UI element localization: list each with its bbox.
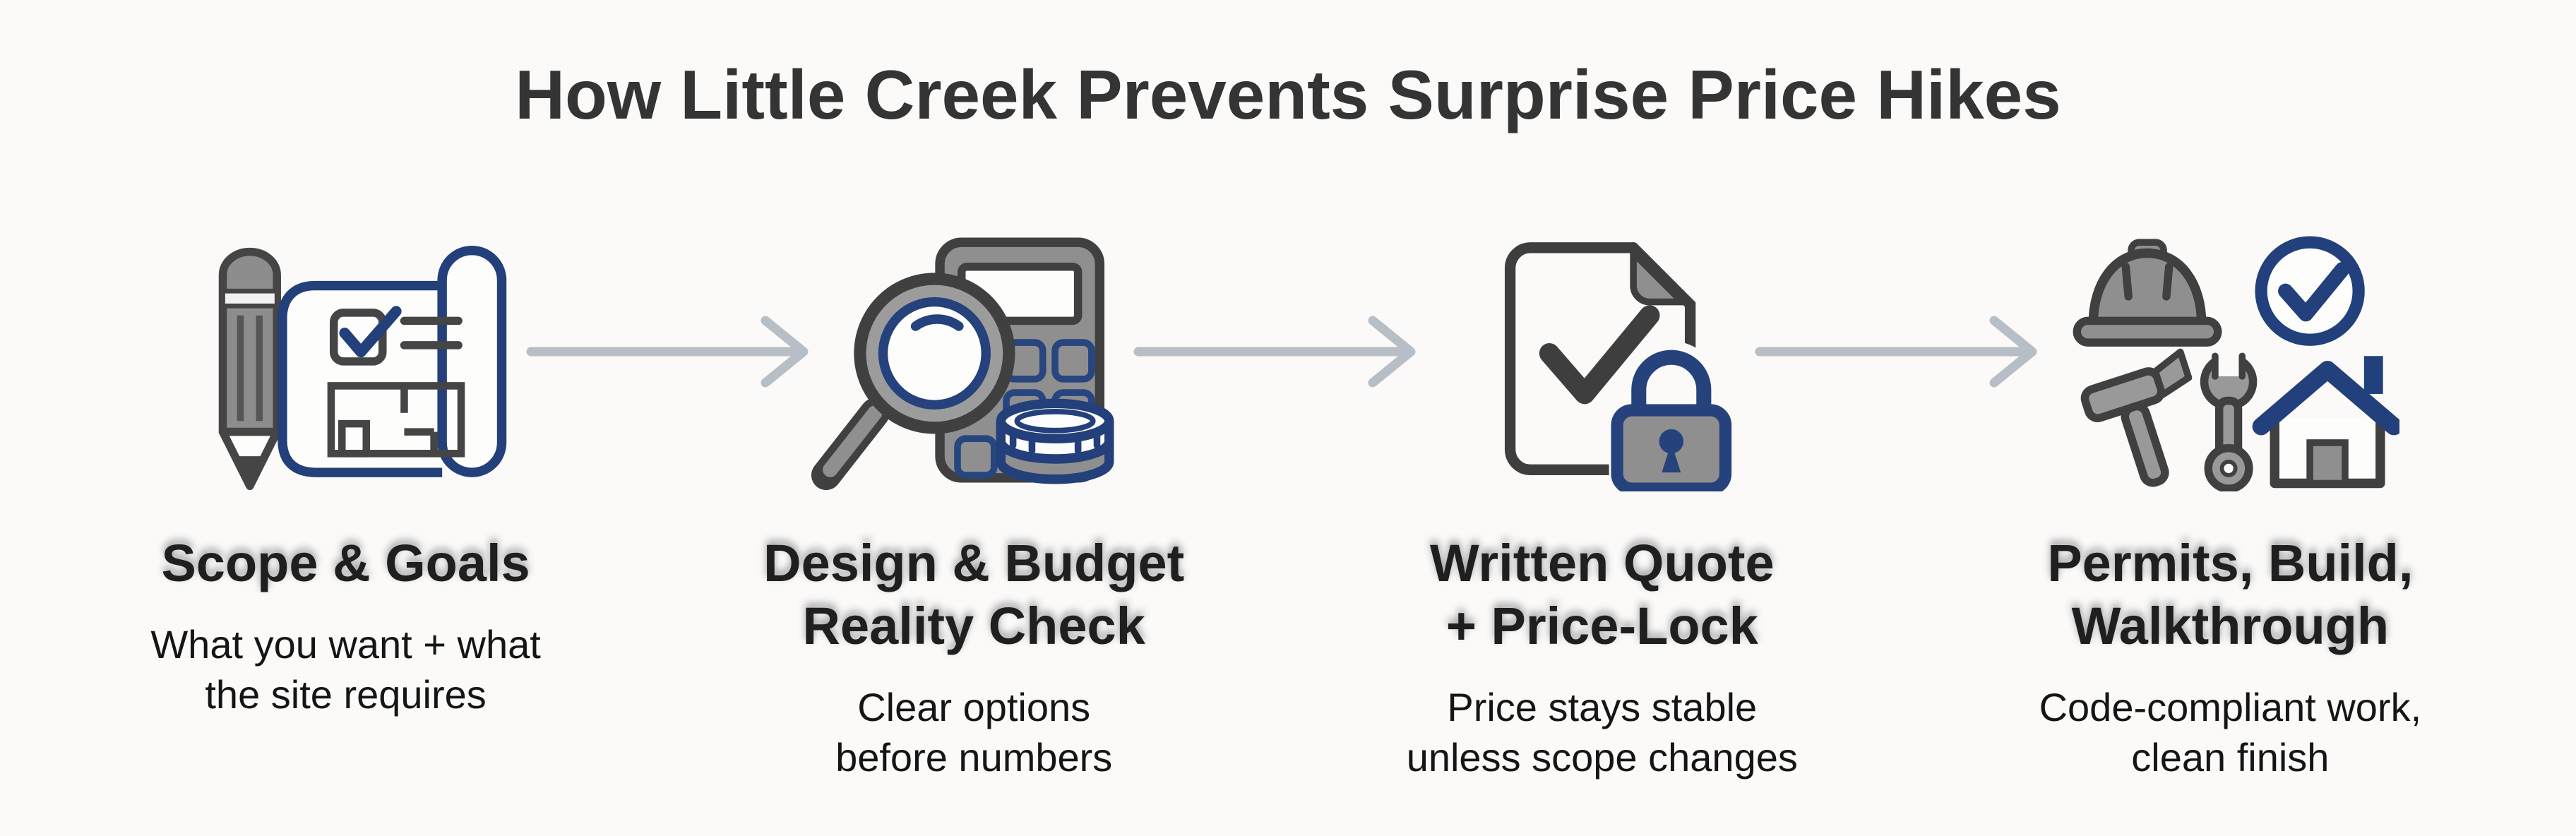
step-heading-line: Design & Budget (763, 534, 1185, 592)
step-desc-line: What you want + what (150, 621, 541, 667)
step-description: What you want + what the site requires (150, 619, 541, 720)
step-heading-line: Scope & Goals (161, 534, 530, 592)
step-description: Clear options before numbers (835, 682, 1112, 783)
magnifier-calculator-coins-icon (804, 226, 1143, 494)
step-desc-line: Price stays stable (1447, 684, 1758, 729)
arrow-right-icon (523, 309, 826, 394)
arrow-right-icon (1130, 309, 1433, 394)
step-heading-line: Walkthrough (2071, 596, 2390, 655)
step-heading-line: + Price-Lock (1445, 596, 1758, 655)
step-desc-line: Code-compliant work, (2039, 684, 2422, 729)
step-description: Code-compliant work, clean finish (2039, 682, 2422, 783)
step-heading-line: Reality Check (802, 596, 1145, 655)
step-scope-goals: Scope & Goals What you want + what the s… (64, 226, 628, 783)
step-description: Price stays stable unless scope changes (1407, 682, 1798, 783)
step-desc-line: Clear options (857, 684, 1091, 729)
step-design-budget: Design & Budget Reality Check Clear opti… (691, 226, 1256, 783)
arrow-right-icon (1751, 309, 2055, 394)
step-desc-line: the site requires (205, 672, 487, 717)
page-title: How Little Creek Prevents Surprise Price… (515, 56, 2061, 133)
step-permits-build: Permits, Build, Walkthrough Code-complia… (1948, 226, 2512, 783)
steps-row: Scope & Goals What you want + what the s… (0, 226, 2576, 783)
document-check-padlock-icon (1433, 226, 1772, 494)
step-heading-line: Written Quote (1429, 534, 1775, 592)
hardhat-tools-house-icon (2061, 226, 2400, 494)
step-written-quote: Written Quote + Price-Lock Price stays s… (1320, 226, 1885, 783)
step-heading: Written Quote + Price-Lock (1430, 532, 1775, 658)
pencil-blueprint-icon (177, 226, 515, 494)
step-heading: Permits, Build, Walkthrough (2047, 532, 2413, 658)
step-desc-line: clean finish (2131, 735, 2330, 780)
step-heading: Design & Budget Reality Check (763, 532, 1184, 658)
step-desc-line: unless scope changes (1406, 735, 1798, 780)
step-heading-line: Permits, Build, (2047, 534, 2414, 592)
step-heading: Scope & Goals (161, 532, 530, 595)
step-desc-line: before numbers (835, 735, 1113, 780)
